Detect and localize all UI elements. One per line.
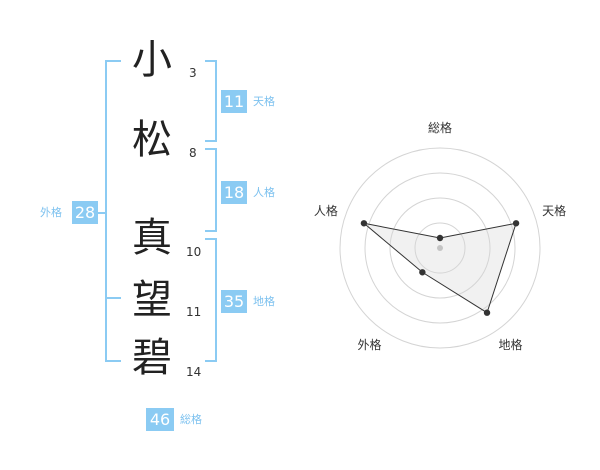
tenkaku-label: 天格 [253, 95, 275, 108]
stroke-count-1: 3 [189, 66, 197, 80]
radar-center [437, 245, 443, 251]
kanji-3: 真 [132, 215, 172, 261]
radar-ring [364, 172, 516, 324]
outer-bracket [105, 60, 121, 362]
radar-ring [414, 222, 466, 274]
soukaku-label: 総格 [180, 413, 202, 426]
jinkaku-label: 人格 [253, 186, 275, 199]
gaikaku-value: 28 [72, 201, 98, 224]
chikaku-bracket [205, 238, 217, 362]
radar-axis-label-1: 総格 [428, 120, 452, 135]
kanji-2: 松 [132, 117, 172, 163]
radar-point-1 [436, 234, 444, 242]
tenkaku-value: 11 [221, 90, 247, 113]
radar-point-3 [483, 309, 491, 316]
radar-polygon [362, 222, 517, 314]
stroke-count-2: 8 [189, 146, 197, 160]
gaikaku-label: 外格 [40, 206, 62, 219]
soukaku-value: 46 [146, 408, 174, 431]
kanji-1: 小 [132, 37, 172, 83]
radar-point-2 [512, 220, 520, 227]
kanji-4: 望 [132, 277, 172, 323]
tenkaku-bracket [205, 60, 217, 142]
jinkaku-value: 18 [221, 181, 247, 204]
chikaku-label: 地格 [253, 295, 275, 308]
radar-axis-label-2: 天格 [542, 203, 566, 218]
kanji-5: 碧 [132, 335, 172, 381]
radar-ring [389, 197, 491, 299]
radar-axis-label-4: 外格 [357, 337, 381, 352]
radar-axis-label-5: 人格 [314, 203, 338, 218]
outer-bracket-connector [97, 212, 107, 214]
stroke-count-3: 10 [186, 245, 202, 259]
radar-point-5 [360, 220, 368, 227]
outer-bracket-tick [105, 297, 121, 299]
radar-axis-label-3: 地格 [499, 337, 523, 352]
chikaku-value: 35 [221, 290, 247, 313]
jinkaku-bracket [205, 148, 217, 232]
stroke-count-5: 14 [186, 365, 202, 379]
stroke-count-4: 11 [186, 305, 202, 319]
radar-ring [339, 147, 541, 349]
radar-point-4 [419, 269, 426, 276]
